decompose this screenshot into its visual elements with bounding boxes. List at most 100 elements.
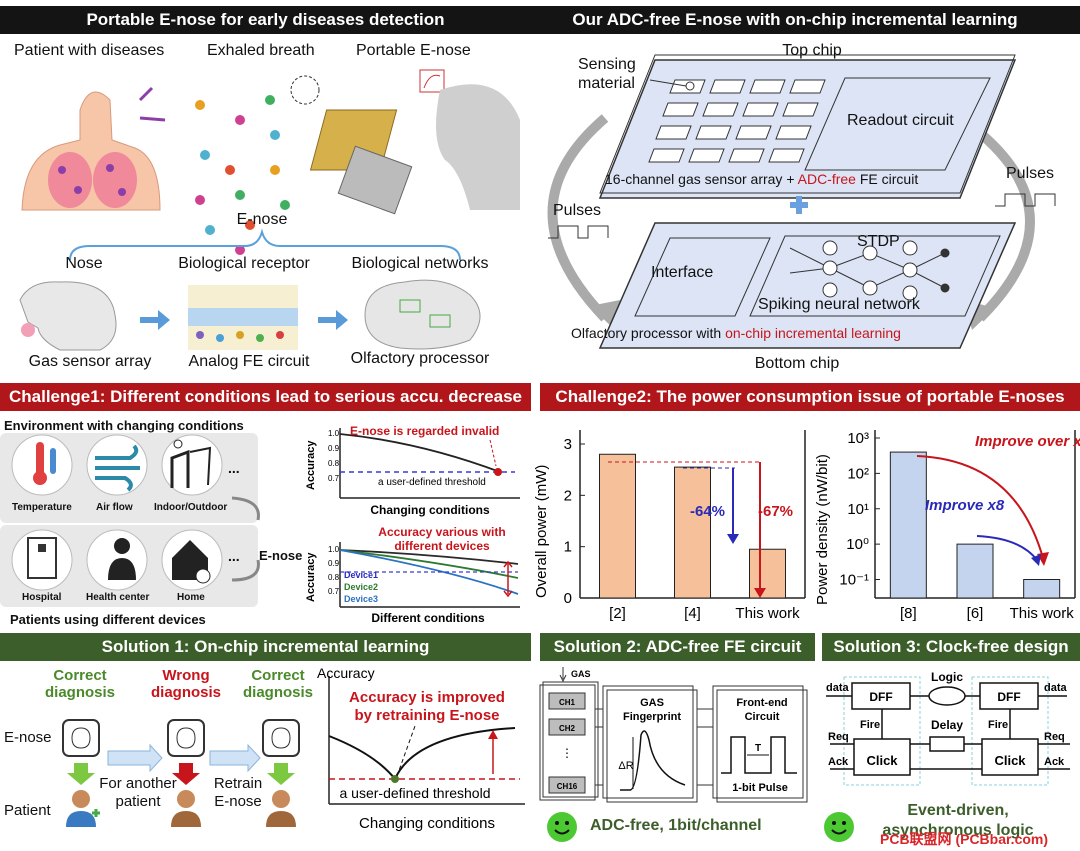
arrow-down-red: [172, 763, 200, 785]
invalid-point: [494, 468, 502, 476]
annotation-devices-2: different devices: [394, 539, 490, 553]
svg-text:⋮: ⋮: [561, 746, 573, 760]
label-s1-enose: E-nose: [4, 729, 52, 746]
solution1-flow: [62, 719, 300, 827]
dff-left: [851, 682, 911, 710]
arrow-right-1: [107, 743, 163, 773]
s1-xlabel: Changing conditions: [359, 815, 495, 832]
label-diagnosis-2: diagnosis: [150, 684, 222, 701]
s1-annotation-1: Accuracy is improved: [349, 689, 505, 706]
power-bar: [599, 453, 636, 599]
challenge2-title: Challenge2: The power consumption issue …: [540, 383, 1080, 411]
nose-head-icon: [19, 281, 117, 351]
arrow-to-receptor: [140, 310, 170, 330]
array-caption-a: 16-channel gas sensor array +: [605, 171, 798, 187]
delay-box: [929, 736, 965, 752]
panel1-title: Portable E-nose for early diseases detec…: [0, 6, 531, 34]
density-arrow-8: [976, 535, 1038, 561]
arrow-down-green-1: [67, 763, 95, 785]
chip-icon-3: [262, 719, 300, 757]
challenge1-icons: [11, 434, 260, 591]
req-right-label: Req: [1044, 731, 1065, 743]
ch16-label: CH16: [557, 782, 578, 791]
enose-bracket: [69, 228, 461, 261]
retraining-curve: [328, 727, 516, 781]
label-retrain-2: E-nose: [214, 793, 262, 810]
lung-left-icon: [48, 152, 92, 208]
density-tick-label: 10⁻¹: [839, 572, 869, 589]
fingerprint-curve: [620, 730, 686, 791]
ch2-box: [548, 718, 586, 736]
power-tick-label: 1: [564, 539, 572, 556]
panel2-title: Our ADC-free E-nose with on-chip increme…: [510, 6, 1080, 34]
label-enose: E-nose: [236, 211, 288, 228]
patient-ellipsis: ...: [228, 548, 240, 564]
zoom-circle-icon: [290, 75, 320, 105]
solution3-footer-1: Event-driven,: [907, 802, 1009, 819]
label-olfactory-processor: Olfactory processor: [350, 350, 490, 367]
challenge1-enose: E-nose: [259, 548, 303, 563]
plus-icon: [790, 196, 808, 214]
left-curved-arrow: [547, 114, 609, 322]
retraining-chart: Accuracy Accuracy is improved by retrain…: [317, 665, 525, 832]
solution3-footer-2: asynchronous logic: [882, 822, 1034, 839]
arrow-down-green-2: [267, 763, 295, 785]
pulse-left-icon: [548, 225, 609, 239]
logic-label: Logic: [931, 670, 963, 684]
patient-item-home: Home: [177, 592, 205, 603]
power-bar: [749, 548, 786, 599]
arrow-to-brain: [318, 310, 348, 330]
density-category-label: [8]: [900, 605, 917, 622]
label-bottom-chip: Bottom chip: [754, 355, 840, 372]
label-biological-receptor: Biological receptor: [178, 255, 310, 272]
patient-torso-icon: [21, 91, 161, 211]
power-ylabel: Overall power (mW): [533, 465, 550, 598]
panel1-illustration: [19, 69, 520, 351]
data-out-label: data: [1044, 682, 1068, 694]
label-gas-sensor-array: Gas sensor array: [28, 353, 152, 370]
solution2-footer: ADC-free, 1bit/channel: [590, 817, 762, 834]
readout-block: [804, 77, 991, 171]
tick-bottom-1: 1.0: [328, 545, 340, 554]
solution1-title: Solution 1: On-chip incremental learning: [0, 633, 531, 661]
label-diagnosis-3: diagnosis: [242, 684, 314, 701]
interface-block: [634, 237, 771, 317]
density-tick-label: 10¹: [847, 501, 869, 518]
patient-item-health: Health center: [86, 592, 150, 603]
label-another-2: patient: [115, 793, 161, 810]
solution3-title: Solution 3: Clock-free design: [822, 633, 1080, 661]
fe-circuit-diagram: ⋮ GAS CH1 CH2 CH16 GAS Fingerprint ΔR Fr…: [539, 667, 808, 803]
density-bar: [889, 451, 927, 599]
ch16-box: [548, 776, 586, 794]
device1-label: Device1: [344, 570, 378, 580]
env-item-indoor: Indoor/Outdoor: [154, 502, 228, 513]
clock-free-diagram: data data Logic DFF DFF Fire Fire Delay …: [826, 670, 1070, 786]
env-item-airflow: Air flow: [96, 502, 133, 513]
ch1-label: CH1: [559, 698, 576, 707]
density-annotation-100a: Improve over x100: [975, 433, 1080, 450]
label-correct-1: Correct: [53, 667, 107, 684]
density-bar: [956, 543, 994, 599]
label-snn: Spiking neural network: [758, 296, 920, 313]
accuracy-curve-top: [339, 433, 501, 473]
smile-icon-2: [547, 812, 577, 842]
data-in-label: data: [826, 682, 850, 694]
solution2-title: Solution 2: ADC-free FE circuit: [540, 633, 815, 661]
snn-block: [749, 235, 1001, 317]
power-category-label: [4]: [684, 605, 701, 622]
label-nose: Nose: [65, 255, 103, 272]
ch2-label: CH2: [559, 724, 576, 733]
array-caption-c: FE circuit: [855, 171, 919, 187]
label-stdp: STDP: [857, 233, 900, 250]
label-analog-fe: Analog FE circuit: [188, 353, 310, 370]
label-processor-caption: Olfactory processor with on-chip increme…: [571, 325, 901, 341]
label-correct-2: Correct: [251, 667, 305, 684]
biological-receptor-icon: [188, 285, 298, 350]
fingerprint-label-1: GAS: [640, 697, 664, 709]
device2-curve: [339, 549, 519, 579]
delay-label: Delay: [931, 718, 963, 732]
xlabel-top: Changing conditions: [370, 503, 490, 517]
power-tick-label: 0: [564, 590, 572, 607]
